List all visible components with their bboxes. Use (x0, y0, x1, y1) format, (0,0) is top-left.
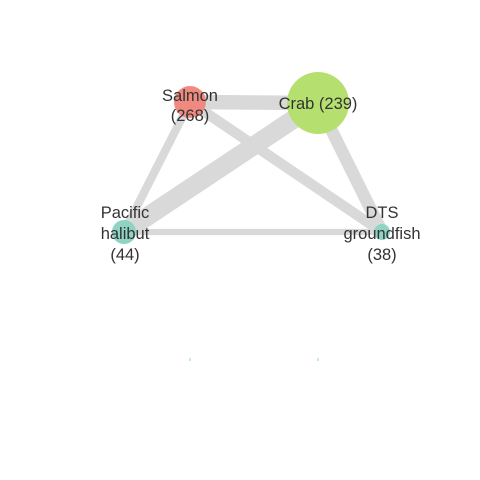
node-label-line: (38) (367, 246, 396, 264)
edge-salmon-dts-groundfish (187, 97, 385, 237)
node-label-line: Salmon (162, 87, 218, 105)
nodes-layer (112, 72, 390, 244)
node-crab[interactable] (287, 72, 349, 134)
node-label-dts-groundfish: DTS groundfish (38) (343, 204, 420, 264)
labels-layer: Salmon (268) Crab (239) Pacific halibut (44) D… (101, 87, 421, 264)
node-label-line: Pacific (101, 204, 150, 222)
edge-pacific-halibut-crab (118, 95, 324, 240)
node-label-line: groundfish (343, 225, 420, 243)
node-label-line: (268) (171, 107, 210, 125)
node-label-line: Crab (239) (279, 95, 358, 113)
artifacts-layer (189, 358, 319, 361)
node-label-line: halibut (101, 225, 150, 243)
node-label-line: (44) (110, 246, 139, 264)
node-pacific-halibut[interactable] (112, 220, 136, 244)
node-label-line: DTS (366, 204, 399, 222)
edge-salmon-pacific-halibut (120, 100, 194, 234)
edges-layer (118, 94, 388, 240)
node-dts-groundfish[interactable] (374, 224, 390, 240)
node-label-crab: Crab (239) (279, 95, 358, 113)
node-label-salmon: Salmon (268) (162, 87, 218, 125)
node-salmon[interactable] (174, 86, 206, 118)
node-label-pacific-halibut: Pacific halibut (44) (101, 204, 150, 264)
